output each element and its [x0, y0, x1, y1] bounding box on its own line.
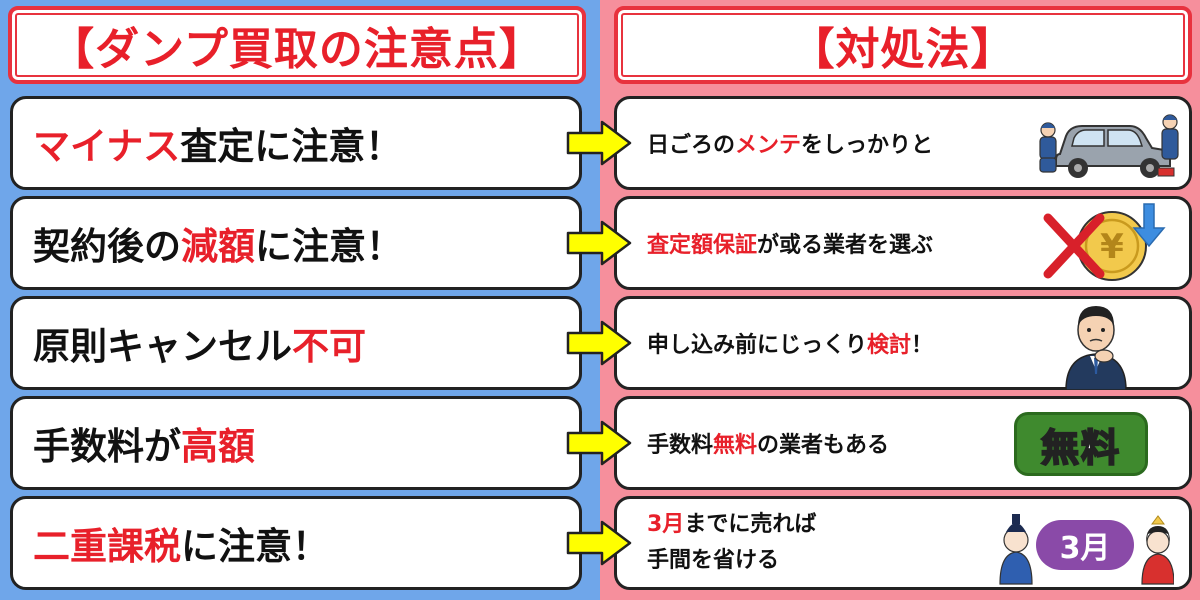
- solution-line-2: 手間を省ける: [647, 548, 780, 573]
- solution-text: が或る業者を選ぶ: [757, 233, 934, 258]
- arrow-right-icon: [566, 420, 632, 466]
- solution-highlight: 3月: [647, 512, 685, 537]
- solution-text: 申し込み前にじっくり: [647, 333, 868, 358]
- march-badge-text: 3月: [1059, 531, 1111, 566]
- solution-text: ！: [911, 333, 934, 358]
- header-cautions: 【ダンプ買取の注意点】: [8, 6, 586, 84]
- caution-text: に注意！: [181, 525, 329, 568]
- caution-highlight: マイナス: [33, 125, 181, 168]
- solution-text: 手数料: [647, 433, 714, 458]
- free-badge: 無料: [1014, 412, 1148, 476]
- arrow-right-icon: [566, 120, 632, 166]
- arrow-right-icon: [566, 220, 632, 266]
- arrow-right-icon: [566, 320, 632, 366]
- caution-item-no-cancel: 原則キャンセル不可: [10, 296, 582, 390]
- svg-text:¥: ¥: [1100, 227, 1124, 267]
- caution-item-high-fee: 手数料が高額: [10, 396, 582, 490]
- solution-highlight: 査定額保証: [647, 233, 758, 258]
- caution-highlight: 減額: [181, 225, 255, 268]
- march-dolls-badge: 3月: [998, 504, 1174, 586]
- header-solutions-title: 【対処法】: [790, 24, 1016, 75]
- caution-text: 手数料が: [33, 425, 181, 468]
- hina-dolls-icon: [999, 514, 1174, 585]
- thinking-man-icon: [1065, 306, 1127, 390]
- solution-text: の業者もある: [757, 433, 890, 458]
- solution-highlight: メンテ: [735, 133, 802, 158]
- caution-text: 契約後の: [33, 225, 181, 268]
- caution-highlight: 高額: [181, 425, 255, 468]
- caution-highlight: 不可: [292, 325, 366, 368]
- caution-item-price-reduction: 契約後の減額に注意！: [10, 196, 582, 290]
- caution-text: に注意！: [255, 225, 403, 268]
- caution-item-minus-assessment: マイナス査定に注意！: [10, 96, 582, 190]
- arrow-right-icon: [566, 520, 632, 566]
- solution-text: までに売れば: [684, 512, 817, 537]
- yen-decrease-icon: ¥: [1043, 203, 1166, 281]
- car-maintenance-icon: [1039, 114, 1179, 178]
- caution-item-double-tax: 二重課税に注意！: [10, 496, 582, 590]
- caution-text: 査定に注意！: [180, 125, 403, 168]
- solution-text: をしっかりと: [801, 133, 934, 158]
- solution-text: 日ごろの: [647, 133, 736, 158]
- solution-highlight: 無料: [713, 433, 758, 458]
- caution-highlight: 二重課税: [33, 525, 181, 568]
- free-badge-text: 無料: [1040, 425, 1121, 471]
- header-cautions-title: 【ダンプ買取の注意点】: [50, 24, 544, 75]
- caution-text: 原則キャンセル: [33, 325, 292, 368]
- solution-line-1: 3月までに売れば: [647, 507, 816, 543]
- march-badge: 3月: [1036, 520, 1134, 570]
- header-solutions: 【対処法】: [614, 6, 1192, 84]
- solution-highlight: 検討: [867, 333, 912, 358]
